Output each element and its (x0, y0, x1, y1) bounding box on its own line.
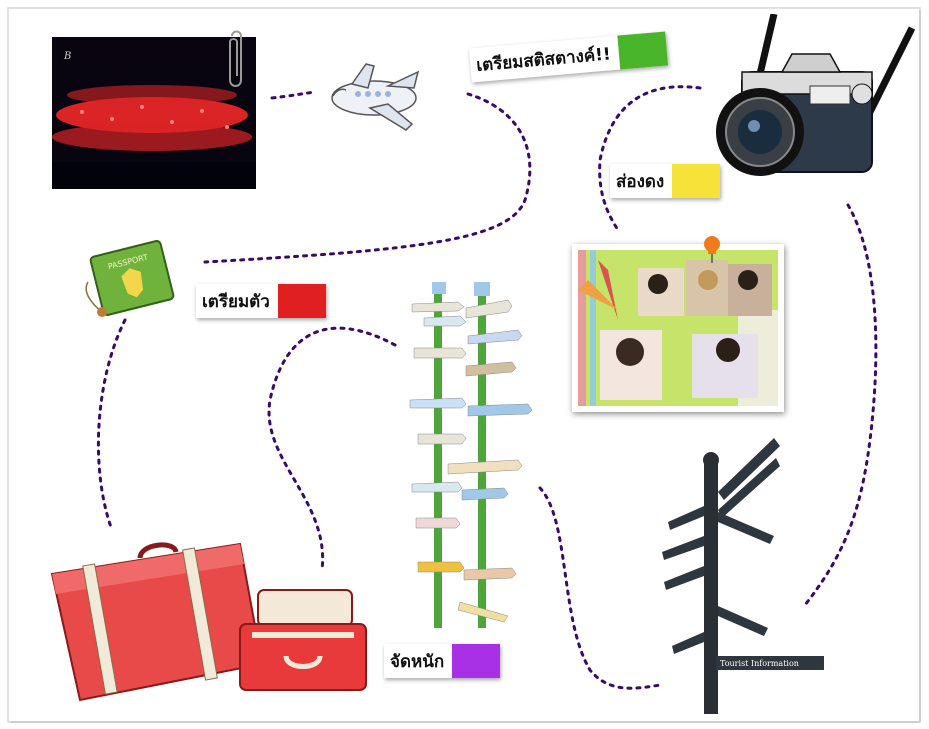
label-lodging: จัดหนัก (384, 644, 501, 678)
camera-icon (716, 14, 916, 176)
color-swatch-purple (452, 644, 501, 678)
color-swatch-red (277, 284, 326, 318)
pushpin-icon (704, 236, 720, 263)
concert-photo: B (52, 37, 256, 189)
red-suitcase-large-icon (50, 542, 264, 702)
label-peek-text: ส่องดง (616, 171, 665, 192)
airplane-icon (331, 63, 420, 131)
color-swatch-green (617, 31, 668, 70)
label-peek: ส่องดง (610, 164, 721, 198)
label-prep-self: เตรียมตัว (196, 284, 326, 318)
color-swatch-yellow (672, 164, 721, 198)
red-suitcase-small-icon (239, 589, 367, 691)
svg-text:B: B (63, 51, 71, 62)
group-collage-photo (572, 244, 784, 412)
label-lodging-text: จัดหนัก (390, 651, 445, 672)
tourist-info-text: Tourist Information (720, 659, 799, 668)
paperclip-icon (229, 30, 242, 87)
passport-icon: PASSPORT (85, 240, 175, 317)
direction-signs-poles (409, 282, 532, 628)
label-prep-self-text: เตรียมตัว (202, 291, 270, 312)
signpost-icon: Tourist Information (662, 438, 824, 714)
